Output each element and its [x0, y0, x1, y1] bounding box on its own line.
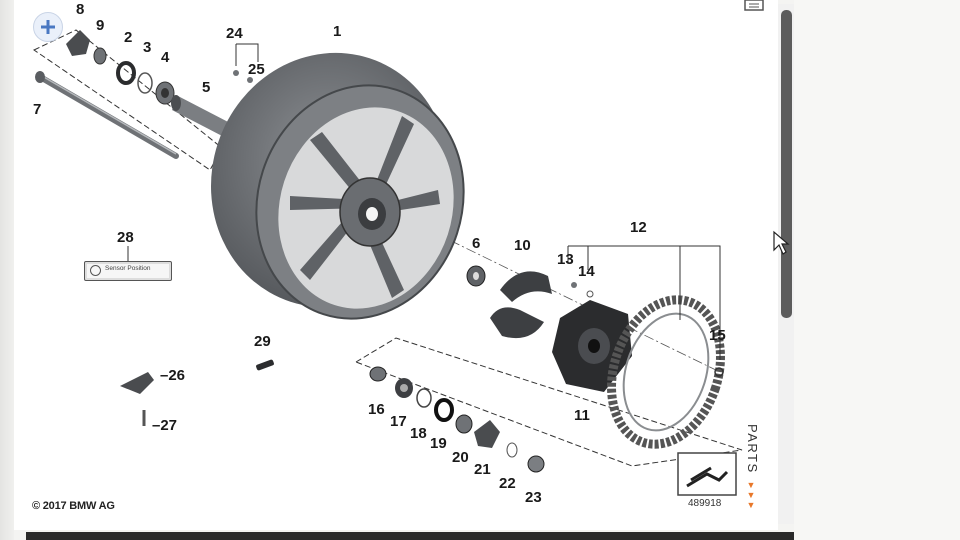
callout-17[interactable]: 17: [390, 413, 407, 430]
hub-bearing-group-outline: [354, 337, 743, 467]
callout-10[interactable]: 10: [514, 237, 531, 254]
callout-15[interactable]: 15: [709, 327, 726, 344]
callout-19[interactable]: 19: [430, 435, 447, 452]
bearing-spacer-set: [369, 366, 545, 473]
sensor-position-label: Sensor Position: [105, 265, 151, 272]
cush-drive-rubbers: [466, 265, 552, 339]
callout-1[interactable]: 1: [333, 23, 342, 40]
bottom-toolbar-strip: [26, 532, 794, 540]
callout-24[interactable]: 24: [226, 25, 243, 42]
right-margin: [794, 0, 960, 540]
callout-3[interactable]: 3: [143, 39, 152, 56]
callout-11[interactable]: 11: [574, 407, 590, 424]
sprocket-carrier: [552, 300, 632, 392]
image-number: 489918: [688, 498, 722, 509]
diagram-legend-icon: [677, 452, 737, 496]
diagram-legend-button[interactable]: [677, 452, 737, 496]
callout-24-bracket: [235, 43, 259, 66]
axle-hardware: [66, 30, 253, 139]
rear-axle: [35, 71, 179, 159]
callout-25[interactable]: 25: [248, 61, 265, 78]
mouse-pointer-icon: [773, 230, 790, 255]
print-icon: [744, 0, 764, 11]
sensor-circle-icon: [90, 265, 101, 276]
window-left-edge: [0, 0, 14, 540]
callout-12[interactable]: 12: [630, 219, 647, 236]
callout-28[interactable]: 28: [117, 229, 134, 246]
callout-18[interactable]: 18: [410, 425, 427, 442]
sensor-position-plate: Sensor Position: [84, 261, 172, 281]
part-29-clip: [256, 359, 274, 371]
callout-22[interactable]: 22: [499, 475, 516, 492]
callout-13[interactable]: 13: [557, 251, 574, 268]
print-button[interactable]: [742, 0, 768, 14]
rear-sprocket: [607, 295, 725, 449]
callout-23[interactable]: 23: [525, 489, 542, 506]
vertical-scrollbar[interactable]: [778, 4, 794, 524]
zoom-in-button[interactable]: [33, 12, 63, 42]
callout-14[interactable]: 14: [578, 263, 595, 280]
parts-sidebar-tab[interactable]: PARTS ▼▼▼: [740, 424, 764, 514]
callout-8[interactable]: 8: [76, 1, 85, 18]
callout-21[interactable]: 21: [474, 461, 491, 478]
sensor-bracket: [120, 372, 154, 426]
callout-29[interactable]: 29: [254, 333, 271, 350]
triangle-arrows-icon: ▼▼▼: [746, 480, 756, 510]
zoom-in-plus-icon: [41, 20, 55, 34]
rear-wheel-exploded-drawing: [32, 29, 743, 473]
callout-27[interactable]: –27: [152, 417, 178, 434]
axle-centerline: [239, 137, 721, 373]
callout-7[interactable]: 7: [33, 101, 42, 118]
callout-26[interactable]: –26: [160, 367, 186, 384]
copyright-notice: © 2017 BMW AG: [32, 500, 115, 512]
parts-tab-label: PARTS: [745, 424, 760, 474]
callout-6[interactable]: 6: [472, 235, 481, 252]
callout-5[interactable]: 5: [202, 79, 211, 96]
callout-12-bracket: [567, 245, 721, 360]
callout-20[interactable]: 20: [452, 449, 469, 466]
axle-group-outline: [32, 29, 223, 171]
callout-2[interactable]: 2: [124, 29, 133, 46]
callout-4[interactable]: 4: [161, 49, 170, 66]
rear-wheel-rim: [211, 52, 465, 320]
callout-16[interactable]: 16: [368, 401, 385, 418]
callout-9[interactable]: 9: [96, 17, 105, 34]
scrollbar-thumb[interactable]: [781, 10, 792, 318]
